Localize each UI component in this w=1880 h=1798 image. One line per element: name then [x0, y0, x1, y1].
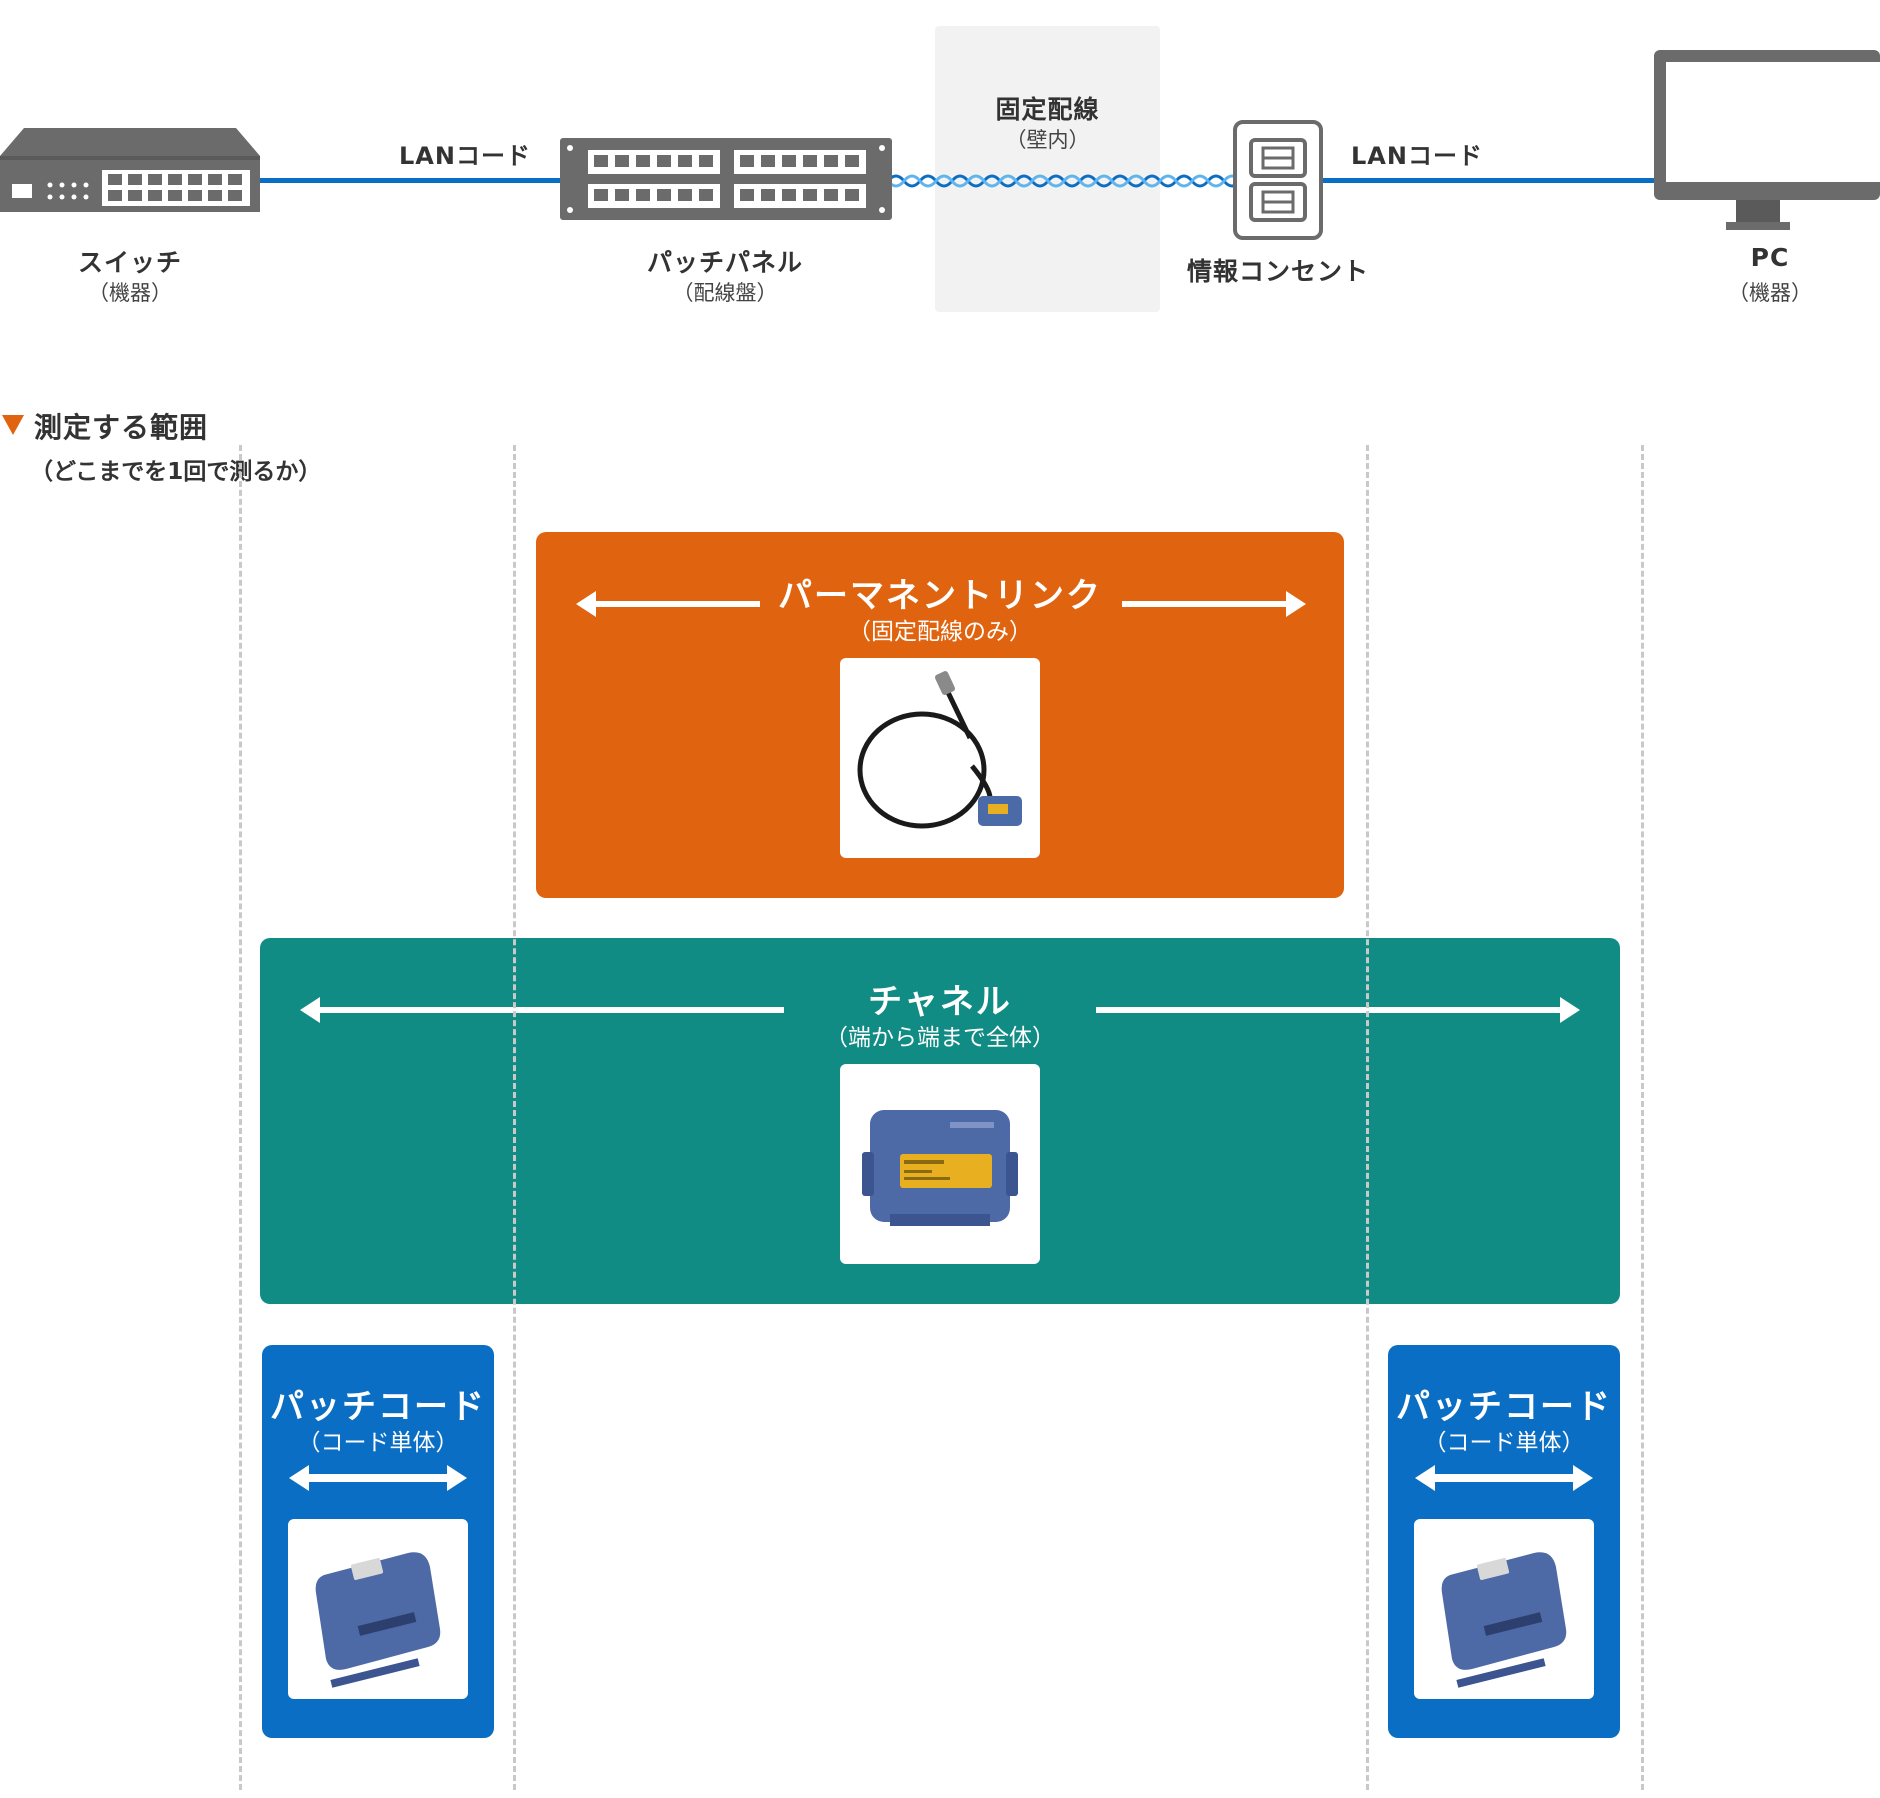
channel-title: チャネル [868, 982, 1012, 1022]
patch-cord-adapter-icon [315, 1552, 441, 1688]
lan-cord-label-right: LANコード [1351, 142, 1483, 170]
fixed-wiring-label: 固定配線 [995, 95, 1100, 124]
permanent-link-adapter-image [840, 658, 1040, 858]
patch-cord-adapter-image-left [288, 1519, 468, 1699]
permanent-link-subtitle: （固定配線のみ） [848, 619, 1032, 645]
patch-cord-panel-left: パッチコード （コード単体） [262, 1345, 494, 1738]
channel-adapter-image [840, 1064, 1040, 1264]
channel-adapter-icon [862, 1110, 1018, 1226]
wall-outlet-icon [1233, 120, 1323, 240]
channel-panel: チャネル （端から端まで全体） [260, 938, 1620, 1304]
fixed-wiring-area [935, 26, 1160, 312]
scope-title: 測定する範囲 [34, 411, 209, 444]
outlet-label: 情報コンセント [1186, 257, 1369, 286]
triangle-marker-icon [2, 415, 24, 435]
scope-subtitle: （どこまでを1回で測るか） [30, 459, 322, 485]
fixed-wiring-sub: （壁内） [1005, 128, 1090, 152]
pc-label: PC [1750, 243, 1790, 272]
patch-cord-adapter-image-right [1414, 1519, 1594, 1699]
pc-sub: （機器） [1728, 281, 1812, 305]
double-arrow-icon [1415, 1465, 1593, 1491]
permanent-link-title: パーマネントリンク [778, 576, 1102, 616]
boundary-line-patch-panel [513, 445, 516, 1790]
arrow-left-icon [300, 997, 784, 1023]
boundary-line-pc [1641, 445, 1644, 1790]
patch-cord-adapter-icon [1441, 1552, 1567, 1688]
patch-cord-panel-right: パッチコード （コード単体） [1388, 1345, 1620, 1738]
arrow-left-icon [576, 591, 760, 617]
lan-cord-label-left: LANコード [399, 142, 531, 170]
patch-cord-right-title: パッチコード [1396, 1387, 1612, 1427]
arrow-right-icon [1122, 591, 1306, 617]
arrow-right-icon [1096, 997, 1580, 1023]
cable-adapter-icon [857, 671, 1022, 829]
pc-monitor-icon [1654, 50, 1880, 230]
double-arrow-icon [289, 1465, 467, 1491]
switch-label: スイッチ [77, 248, 182, 277]
patch-panel-label: パッチパネル [646, 248, 803, 277]
patch-cord-right-subtitle: （コード単体） [1423, 1430, 1585, 1456]
lan-cable-right [1318, 178, 1658, 183]
boundary-line-switch [239, 445, 242, 1790]
patch-panel-sub: （配線盤） [672, 281, 778, 305]
patch-panel-icon [560, 138, 892, 220]
patch-cord-left-title: パッチコード [270, 1387, 486, 1427]
twisted-pair-cable [888, 174, 1240, 188]
boundary-line-outlet [1366, 445, 1369, 1790]
permanent-link-panel: パーマネントリンク （固定配線のみ） [536, 532, 1344, 898]
channel-subtitle: （端から端まで全体） [825, 1025, 1055, 1051]
lan-cable-left [255, 178, 565, 183]
switch-sub: （機器） [88, 281, 172, 305]
network-switch-icon [0, 128, 260, 212]
patch-cord-left-subtitle: （コード単体） [297, 1430, 459, 1456]
